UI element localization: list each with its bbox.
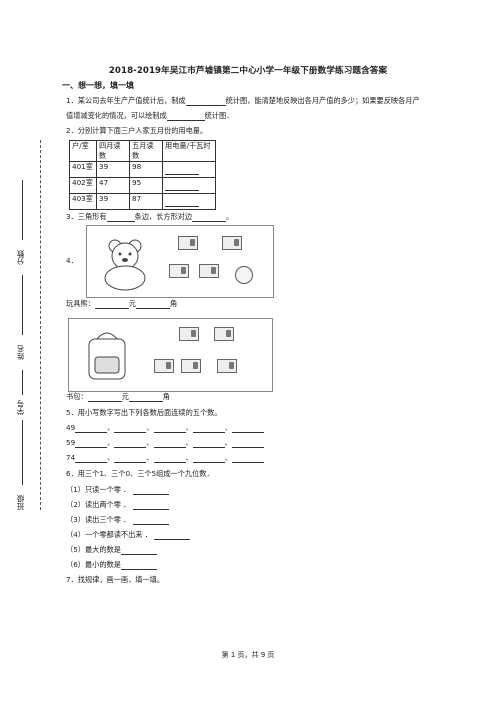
class-line	[22, 420, 23, 485]
answer-blank[interactable]	[185, 97, 226, 106]
answer-cell[interactable]	[162, 161, 216, 178]
banknote-icon	[169, 264, 189, 278]
q6-item: （2）读出两个零 ．	[66, 500, 169, 510]
answer-cell[interactable]	[162, 177, 216, 194]
answer-blank[interactable]	[192, 213, 227, 222]
question-7-text: 7．找规律，画一画，填一填。	[66, 575, 165, 584]
q6-item: （6）最小的数是	[66, 560, 157, 570]
coin-icon	[235, 266, 253, 284]
question-2-text: 2．分别计算下面三户人家五月份的用电量。	[66, 126, 208, 135]
answer-blank-jiao[interactable]	[135, 300, 170, 309]
q6-item: （1）只读一个零 ．	[66, 485, 169, 495]
toy-bear-money-picture	[86, 225, 274, 298]
side-label-score: 分数	[16, 250, 25, 265]
question-3: 3．三角形有条边，长方形对边。	[66, 212, 234, 222]
table-row: 401室 39 98	[69, 161, 216, 178]
question-6-text: 6．用三个1、三个0、三个5组成一个九位数．	[66, 469, 214, 478]
q5-row: 59、、、、	[66, 438, 264, 448]
answer-blank[interactable]	[106, 213, 135, 222]
q6-item: （5）最大的数是	[66, 545, 157, 555]
section-heading: 一、想一想，填一填	[62, 81, 134, 90]
page-title: 2018-2019年吴江市芦墟镇第二中心小学一年级下册数学练习题含答案	[108, 66, 388, 76]
electricity-table: 户/室 四月读数 五月读数 用电量/千瓦时 401室 39 98 402室 47…	[69, 140, 216, 210]
q5-row: 49、、、、	[66, 423, 264, 433]
teddy-bear-icon	[104, 239, 146, 291]
table-row: 403室 39 87	[69, 193, 216, 210]
answer-cell[interactable]	[162, 193, 216, 210]
side-label-class: 班级	[16, 495, 25, 510]
table-header-cell: 五月读数	[129, 140, 163, 162]
banknote-icon	[178, 236, 198, 250]
answer-blank-yuan[interactable]	[87, 393, 122, 402]
table-header-row: 户/室 四月读数 五月读数 用电量/千瓦时	[69, 140, 216, 162]
banknote-icon	[199, 264, 219, 278]
toy-bear-price: 玩具熊：元角	[66, 299, 178, 309]
banknote-icon	[217, 359, 237, 373]
question-1-line-2: 值增减变化的情况，可以绘制成统计图．	[66, 111, 234, 121]
question-4-label: 4．	[66, 256, 78, 265]
binding-dashed-line	[40, 140, 41, 510]
banknote-icon	[154, 359, 174, 373]
name-line	[22, 275, 23, 335]
schoolbag-price: 书包：元角	[66, 392, 170, 402]
score-line	[22, 180, 23, 240]
banknote-icon	[179, 327, 199, 341]
schoolbag-icon	[88, 332, 126, 380]
table-header-cell: 用电量/千瓦时	[162, 140, 216, 162]
answer-blank[interactable]	[166, 112, 205, 121]
side-label-student-id: 学号	[16, 400, 25, 415]
banknote-icon	[214, 327, 234, 341]
student-id-line	[22, 370, 23, 395]
q6-item: （4）一个零都读不出来 ．	[66, 530, 191, 540]
banknote-icon	[222, 236, 242, 250]
schoolbag-money-picture	[68, 318, 273, 392]
banknote-icon	[181, 359, 201, 373]
page-footer: 第 1 页，共 9 页	[221, 651, 275, 659]
answer-blank-jiao[interactable]	[128, 393, 163, 402]
question-5-text: 5．用小写数字写出下列各数后面连续的五个数。	[66, 408, 222, 417]
q5-row: 74、、、、	[66, 453, 264, 463]
q6-item: （3）读出三个零 ．	[66, 515, 169, 525]
table-row: 402室 47 95	[69, 177, 216, 194]
side-label-name: 姓名	[16, 345, 25, 360]
answer-blank-yuan[interactable]	[94, 300, 129, 309]
question-1-line-1: 1．某公司去年生产产值统计后，制成统计图，能清楚地反映出各月产值的多少；如果要反…	[66, 96, 420, 106]
table-header-cell: 四月读数	[96, 140, 130, 162]
table-header-cell: 户/室	[69, 140, 97, 162]
